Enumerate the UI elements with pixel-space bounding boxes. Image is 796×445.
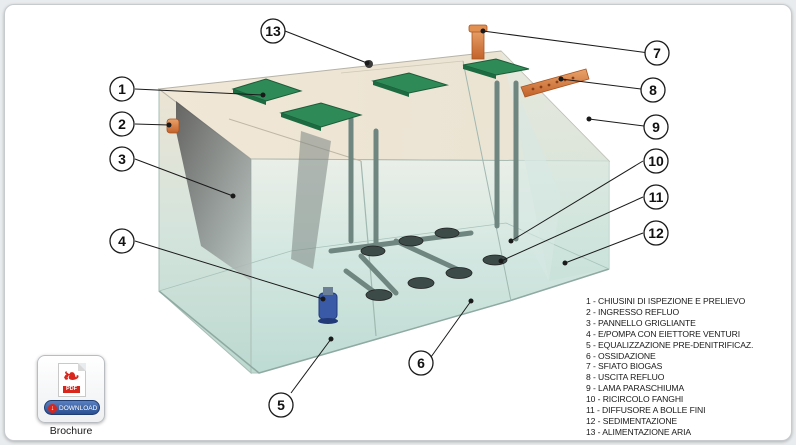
legend-item: 13 - ALIMENTAZIONE ARIA [586, 426, 691, 437]
callout-7: 7 [644, 40, 670, 66]
callout-leader-dots [166, 28, 592, 342]
legend-item: 8 - USCITA REFLUO [586, 372, 665, 383]
brochure-label[interactable]: Brochure [49, 425, 93, 437]
callout-number: 4 [118, 233, 126, 249]
diagram-frame: 1 2 3 4 5 6 7 8 9 10 11 12 13 1 - CHIUSI… [4, 4, 792, 441]
callout-number: 8 [649, 82, 657, 98]
biogas-vent [468, 24, 488, 60]
callout-number: 12 [648, 225, 664, 241]
baffle-panel [291, 131, 331, 269]
legend-item: 5 - EQUALIZZAZIONE PRE-DENITRIFICAZ. [586, 339, 754, 350]
callout-2: 2 [109, 111, 135, 137]
callout-number: 5 [277, 397, 285, 413]
legend-item: 6 - OSSIDAZIONE [586, 350, 656, 361]
callout-10: 10 [643, 148, 669, 174]
tank-diagram: 1 2 3 4 5 6 7 8 9 10 11 12 13 [109, 18, 670, 418]
callout-4: 4 [109, 228, 135, 254]
callout-9: 9 [643, 114, 669, 140]
pdf-icon: ❧ PDF [58, 363, 86, 397]
legend-item: 1 - CHIUSINI DI ISPEZIONE E PRELIEVO [586, 296, 746, 306]
download-button[interactable]: ↓ DOWNLOAD [44, 400, 100, 415]
download-label: DOWNLOAD [59, 405, 98, 412]
download-arrow-icon: ↓ [48, 404, 57, 413]
outlet-pipe [520, 68, 590, 98]
callout-number: 7 [653, 45, 661, 61]
callout-number: 13 [265, 23, 281, 39]
legend-item: 11 - DIFFUSORE A BOLLE FINI [586, 405, 706, 416]
brochure-card[interactable]: ❧ PDF ↓ DOWNLOAD [37, 355, 105, 423]
callout-number: 9 [652, 119, 660, 135]
inspection-covers [231, 58, 530, 131]
legend-item: 9 - LAMA PARASCHIUMA [586, 383, 685, 394]
legend-item: 2 - INGRESSO REFLUO [586, 306, 680, 317]
legend-item: 3 - PANNELLO GRIGLIANTE [586, 317, 696, 328]
callout-1: 1 [109, 76, 135, 102]
callout-13: 13 [260, 18, 286, 44]
callouts: 1 2 3 4 5 6 7 8 9 10 11 12 13 [109, 18, 670, 418]
brochure-download[interactable]: ❧ PDF ↓ DOWNLOAD Brochure [35, 355, 107, 437]
callout-number: 11 [649, 189, 664, 205]
callout-number: 10 [648, 153, 664, 169]
callout-number: 6 [417, 355, 425, 371]
callout-3: 3 [109, 146, 135, 172]
pdf-tag: PDF [63, 386, 80, 393]
legend: 1 - CHIUSINI DI ISPEZIONE E PRELIEVO 2 -… [586, 296, 786, 438]
callout-8: 8 [640, 77, 666, 103]
grating-panel [176, 101, 251, 281]
callout-number: 1 [118, 81, 126, 97]
legend-item: 7 - SFIATO BIOGAS [586, 361, 663, 372]
callout-12: 12 [643, 220, 669, 246]
callout-11: 11 [643, 184, 669, 210]
sedimentation-cone [511, 101, 561, 281]
callout-5: 5 [268, 392, 294, 418]
callout-number: 3 [118, 151, 126, 167]
legend-item: 12 - SEDIMENTAZIONE [586, 415, 678, 426]
legend-item: 10 - RICIRCOLO FANGHI [586, 394, 684, 405]
callout-6: 6 [408, 350, 434, 376]
legend-item: 4 - E/POMPA CON EIETTORE VENTURI [586, 328, 741, 339]
callout-number: 2 [118, 116, 126, 132]
tank-right-chamber [501, 51, 609, 281]
callout-leaders [134, 30, 650, 394]
